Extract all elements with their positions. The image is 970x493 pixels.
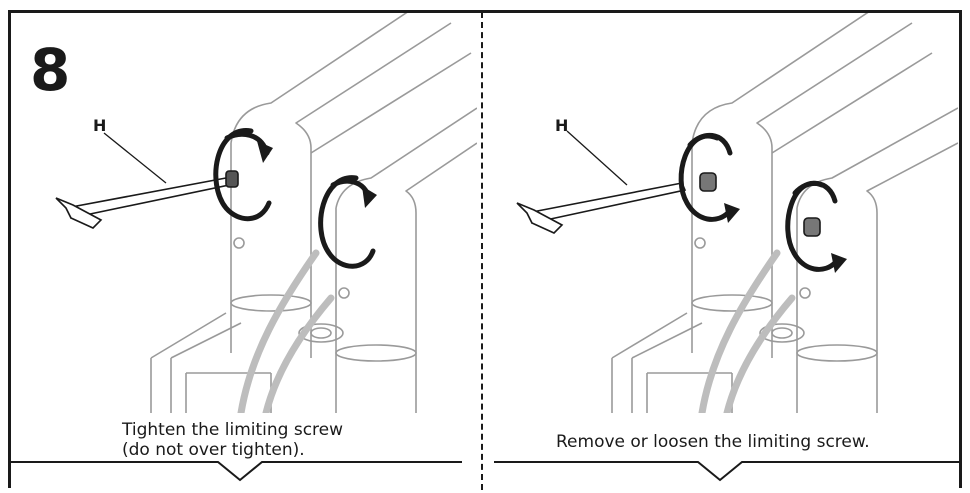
caption-line-2: (do not over tighten). (122, 440, 305, 460)
caption-loosen: Remove or loosen the limiting screw. (556, 432, 870, 452)
cable-a (237, 249, 320, 413)
screw-right (803, 217, 821, 237)
leader-line (566, 130, 628, 186)
rear-pole-outline (230, 13, 452, 358)
bottom-rule (10, 461, 962, 482)
illustration-loosen: H (516, 13, 958, 413)
hex-key (64, 177, 231, 219)
cable-a (698, 249, 781, 413)
hex-key (525, 182, 687, 224)
baseline-right (494, 461, 962, 482)
baseline-left (10, 461, 462, 482)
cable-b (723, 294, 796, 413)
caption-line-1: Tighten the limiting screw (122, 420, 344, 440)
clamp-base (611, 312, 733, 413)
clamp-base (150, 312, 272, 413)
panel-divider (481, 12, 483, 490)
caption-tighten: Tighten the limiting screw (do not over … (122, 420, 343, 460)
tool-label-h: H (93, 116, 106, 135)
cable-b (262, 294, 335, 413)
step-number: 8 (30, 36, 70, 104)
instruction-frame (8, 10, 962, 488)
front-pole-outline (335, 107, 477, 413)
screw-left (699, 172, 717, 192)
leader-line (103, 132, 167, 184)
tool-label-h: H (555, 116, 568, 135)
front-pole-outline (796, 107, 958, 413)
illustration-tighten: H (55, 13, 477, 413)
rear-pole-outline (691, 13, 913, 358)
